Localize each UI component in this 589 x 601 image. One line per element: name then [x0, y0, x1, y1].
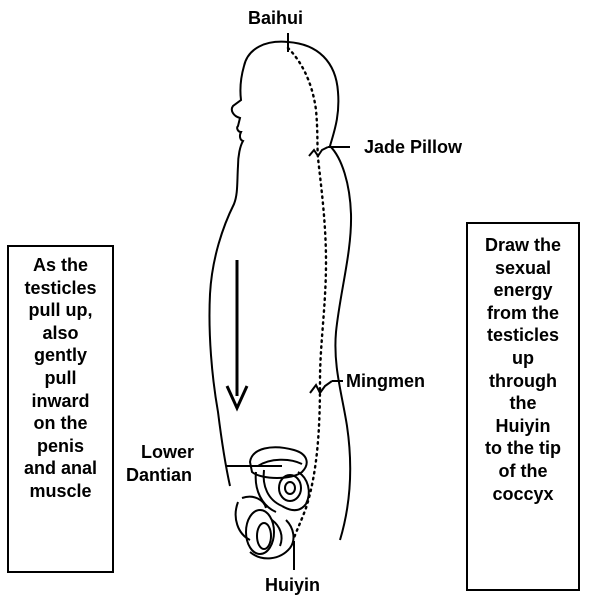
- left-box-line: and anal: [9, 457, 112, 480]
- baihui-label: Baihui: [248, 8, 303, 29]
- lower-dantian-label-line-1: Lower: [141, 442, 194, 463]
- right-box-line: of the: [468, 460, 578, 483]
- right-box-line: up: [468, 347, 578, 370]
- body-front-outline: [209, 42, 288, 486]
- right-box-line: from the: [468, 302, 578, 325]
- left-box-line: on the: [9, 412, 112, 435]
- right-box-line: testicles: [468, 324, 578, 347]
- right-box-line: through: [468, 370, 578, 393]
- right-box-line: sexual: [468, 257, 578, 280]
- left-box-line: inward: [9, 390, 112, 413]
- left-box-line: As the: [9, 254, 112, 277]
- left-box-line: also: [9, 322, 112, 345]
- left-box-line: pull: [9, 367, 112, 390]
- right-instruction-box: Draw the sexual energy from the testicle…: [466, 222, 580, 591]
- mingmen-label: Mingmen: [346, 371, 425, 392]
- pelvic-organ-sketch: [236, 447, 309, 558]
- left-box-line: muscle: [9, 480, 112, 503]
- right-box-line: the: [468, 392, 578, 415]
- left-box-line: pull up,: [9, 299, 112, 322]
- left-instruction-box: As the testicles pull up, also gently pu…: [7, 245, 114, 573]
- left-box-line: penis: [9, 435, 112, 458]
- right-box-line: to the tip: [468, 437, 578, 460]
- jade-pillow-label: Jade Pillow: [364, 137, 462, 158]
- left-box-line: testicles: [9, 277, 112, 300]
- right-box-line: coccyx: [468, 483, 578, 506]
- lower-dantian-label-line-2: Dantian: [126, 465, 192, 486]
- huiyin-label: Huiyin: [265, 575, 320, 596]
- right-box-line: Huiyin: [468, 415, 578, 438]
- right-box-line: Draw the: [468, 234, 578, 257]
- left-box-line: gently: [9, 344, 112, 367]
- body-back-outline: [288, 42, 351, 540]
- right-box-line: energy: [468, 279, 578, 302]
